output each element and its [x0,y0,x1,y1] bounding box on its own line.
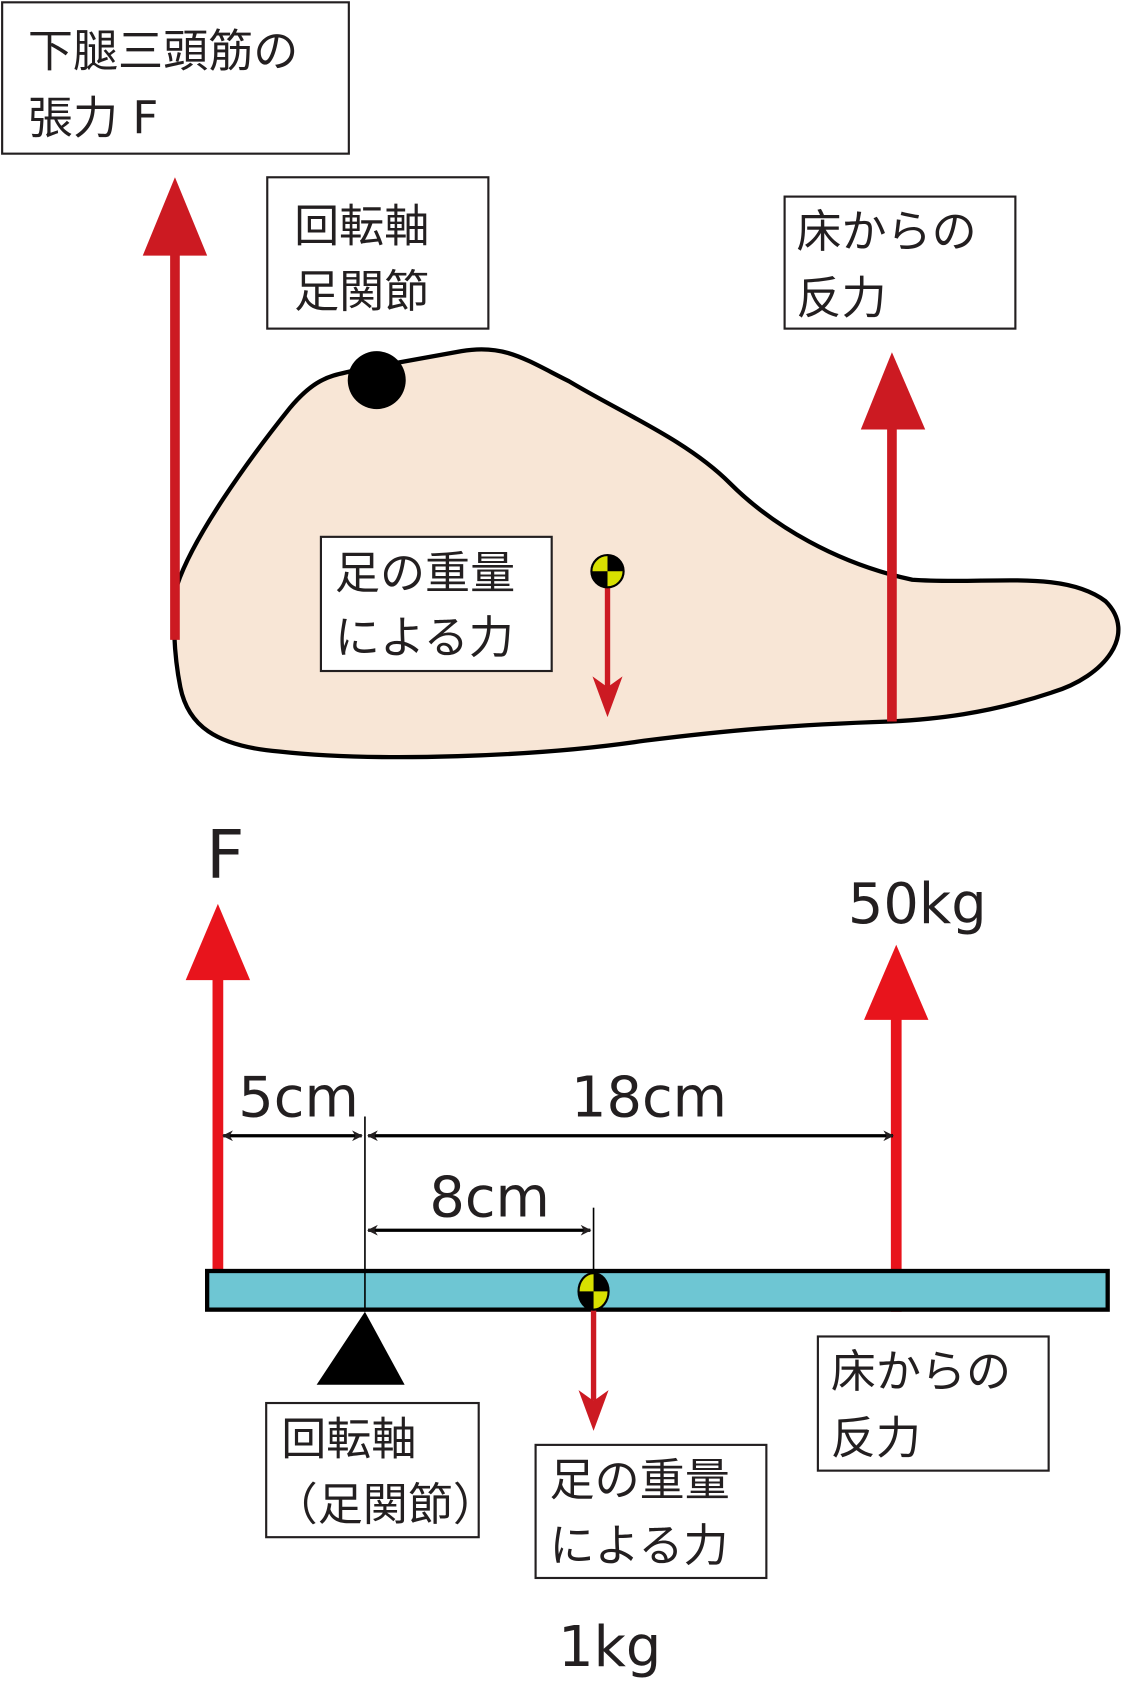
weight-arrow-top [592,585,623,718]
axis-label-line2: 足関節 [294,265,429,318]
center-of-gravity-icon-top [590,554,625,589]
dim-label-8cm: 8cm [429,1165,550,1230]
weight-label-line1: 足の重量 [335,546,515,599]
axis-label-box-bottom [265,1401,480,1539]
floor-reaction-arrow-top [860,352,926,722]
force-f-arrow [185,903,251,1274]
weight-value: 1kg [558,1615,661,1680]
floor-label-box-bottom [816,1335,1050,1472]
force-f-label: F [206,816,244,894]
floor-label-bottom-line1: 床からの [831,1345,1011,1398]
floor-reaction-arrow-bottom [864,944,929,1312]
floor-force-value: 50kg [848,872,987,937]
dim-label-18cm: 18cm [571,1065,727,1130]
floor-label-bottom-line2: 反力 [831,1411,921,1464]
lever-beam [205,1268,1110,1312]
weight-label-bottom-line1: 足の重量 [550,1453,730,1506]
center-of-gravity-icon-bottom [577,1272,610,1311]
floor-label-line1: 床からの [796,205,976,258]
axis-label-box-top [266,176,490,330]
weight-label-box-top [319,535,553,673]
muscle-label-line1: 下腿三頭筋の [28,25,298,78]
weight-label-bottom-line2: による力 [550,1519,729,1572]
axis-label-bottom-line2: （足関節） [273,1478,498,1531]
weight-label-line2: による力 [335,611,514,664]
axis-label-line1: 回転軸 [294,200,429,253]
muscle-force-arrow [142,177,208,640]
foot-shape [171,347,1121,760]
fulcrum-triangle-icon [316,1311,405,1385]
weight-label-box-bottom [534,1443,768,1580]
floor-label-box-top [783,195,1017,330]
weight-arrow-bottom [578,1307,609,1431]
ankle-joint-icon [347,351,406,410]
axis-label-bottom-line1: 回転軸 [281,1413,416,1466]
dim-label-5cm: 5cm [238,1065,359,1130]
muscle-label-line2: 張力 F [28,91,158,144]
muscle-force-label-box [1,1,350,155]
floor-label-line2: 反力 [796,272,886,325]
